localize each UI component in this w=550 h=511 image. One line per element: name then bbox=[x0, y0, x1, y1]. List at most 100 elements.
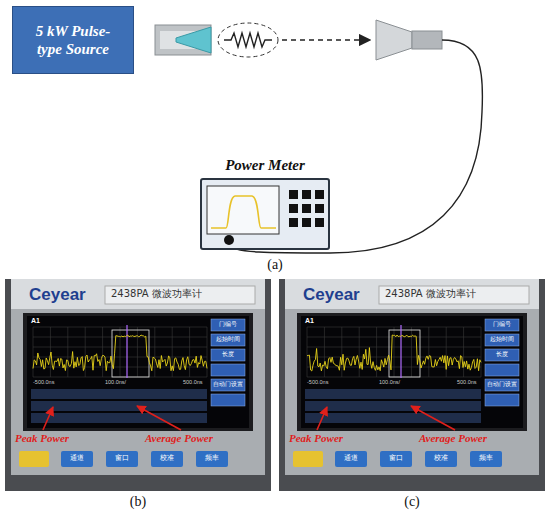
model-name: 2438PA 微波功率计 bbox=[385, 288, 476, 300]
grid-line bbox=[33, 357, 207, 358]
front-button bbox=[470, 451, 502, 467]
grid-line bbox=[307, 327, 308, 377]
button-label: 校准 bbox=[425, 454, 457, 462]
softkey bbox=[211, 349, 245, 361]
power-button bbox=[293, 451, 323, 467]
model-plate bbox=[105, 286, 255, 304]
panel-label: (a) bbox=[255, 257, 295, 273]
axis-label: 500.0ns bbox=[183, 379, 203, 385]
readout-row bbox=[305, 401, 481, 411]
grid-line bbox=[154, 327, 155, 377]
peak-arrow bbox=[43, 407, 53, 430]
front-panel bbox=[285, 309, 539, 475]
average-arrow bbox=[137, 406, 181, 430]
setup-illustration bbox=[155, 20, 483, 253]
softkey-label: 起始时间 bbox=[211, 336, 245, 343]
softkey bbox=[211, 394, 245, 406]
softkey-label: 起始时间 bbox=[485, 336, 519, 343]
horn-waveguide bbox=[412, 31, 442, 49]
softkey-label: 自动门设置 bbox=[485, 381, 519, 387]
grid-line bbox=[341, 327, 342, 377]
axis-label: 500.0ns bbox=[457, 379, 477, 385]
readout-row bbox=[31, 389, 207, 399]
softkey bbox=[211, 319, 245, 331]
button-label: 窗口 bbox=[380, 454, 412, 462]
front-button bbox=[380, 451, 412, 467]
grid-line bbox=[67, 327, 68, 377]
axis-label: 100.0ns/ bbox=[379, 379, 400, 385]
grid-line bbox=[307, 327, 481, 328]
grid-line bbox=[307, 367, 481, 368]
softkey bbox=[485, 334, 519, 346]
readout-row bbox=[305, 389, 481, 399]
front-button bbox=[61, 451, 93, 467]
softkey bbox=[485, 394, 519, 406]
power-trace bbox=[33, 335, 207, 371]
grid-line bbox=[189, 327, 190, 377]
power-meter-screen bbox=[207, 186, 279, 234]
button-label: 窗口 bbox=[106, 454, 138, 462]
front-button bbox=[335, 451, 367, 467]
softkey bbox=[485, 379, 519, 391]
front-button bbox=[151, 451, 183, 467]
readout-row bbox=[305, 413, 481, 423]
button-label: 频率 bbox=[196, 454, 228, 462]
horn-antenna bbox=[376, 20, 412, 60]
screen bbox=[301, 316, 523, 428]
button-label: 校准 bbox=[151, 454, 183, 462]
softkey bbox=[485, 364, 519, 376]
panel-label: (c) bbox=[392, 494, 432, 510]
screen-bezel bbox=[23, 313, 253, 431]
grid-line bbox=[120, 327, 121, 377]
grid-line bbox=[33, 327, 207, 328]
meter-heading: Power Meter bbox=[182, 156, 348, 174]
grid-line bbox=[481, 327, 482, 377]
meter-button bbox=[315, 190, 324, 199]
grid-line bbox=[428, 327, 429, 377]
peak-arrow bbox=[317, 407, 327, 430]
screen bbox=[27, 316, 249, 428]
grid-line bbox=[463, 327, 464, 377]
power-trace bbox=[307, 335, 481, 371]
annotation-label: Peak Power bbox=[15, 432, 69, 445]
model-plate bbox=[379, 286, 529, 304]
softkey-label: 长度 bbox=[211, 351, 245, 358]
softkey bbox=[211, 364, 245, 376]
grid-line bbox=[411, 327, 412, 377]
softkey bbox=[485, 319, 519, 331]
meter-photo bbox=[279, 279, 545, 491]
grid-line bbox=[324, 327, 325, 377]
meter-button bbox=[315, 218, 324, 227]
grid-line bbox=[85, 327, 86, 377]
resistor-symbol bbox=[224, 33, 272, 47]
grid-line bbox=[172, 327, 173, 377]
button-label: 频率 bbox=[470, 454, 502, 462]
model-name: 2438PA 微波功率计 bbox=[111, 288, 202, 300]
photo-ground bbox=[5, 279, 271, 491]
gate-box bbox=[112, 330, 149, 377]
top-trim bbox=[285, 279, 539, 311]
button-label: 通道 bbox=[335, 454, 367, 462]
softkey bbox=[211, 334, 245, 346]
meter-photo bbox=[5, 279, 271, 491]
source-label: 5 kW Pulse-type Source bbox=[29, 22, 117, 58]
meter-button bbox=[302, 204, 311, 213]
softkey-label: 自动门设置 bbox=[211, 381, 245, 387]
grid-line bbox=[33, 347, 207, 348]
meter-button bbox=[302, 218, 311, 227]
grid-line bbox=[359, 327, 360, 377]
dashed-beam-arrow bbox=[282, 39, 370, 40]
channel-label: A1 bbox=[31, 317, 40, 325]
brand-logo: Ceyear bbox=[303, 285, 360, 305]
pulse-trace bbox=[211, 196, 276, 228]
brand-logo: Ceyear bbox=[29, 285, 86, 305]
meter-button bbox=[289, 204, 298, 213]
meter-button bbox=[289, 190, 298, 199]
screen-bezel bbox=[297, 313, 527, 431]
axis-label: -500.0ns bbox=[307, 379, 328, 385]
top-trim bbox=[11, 279, 265, 311]
axis-label: 100.0ns/ bbox=[105, 379, 126, 385]
grid-line bbox=[307, 337, 481, 338]
power-button bbox=[19, 451, 49, 467]
